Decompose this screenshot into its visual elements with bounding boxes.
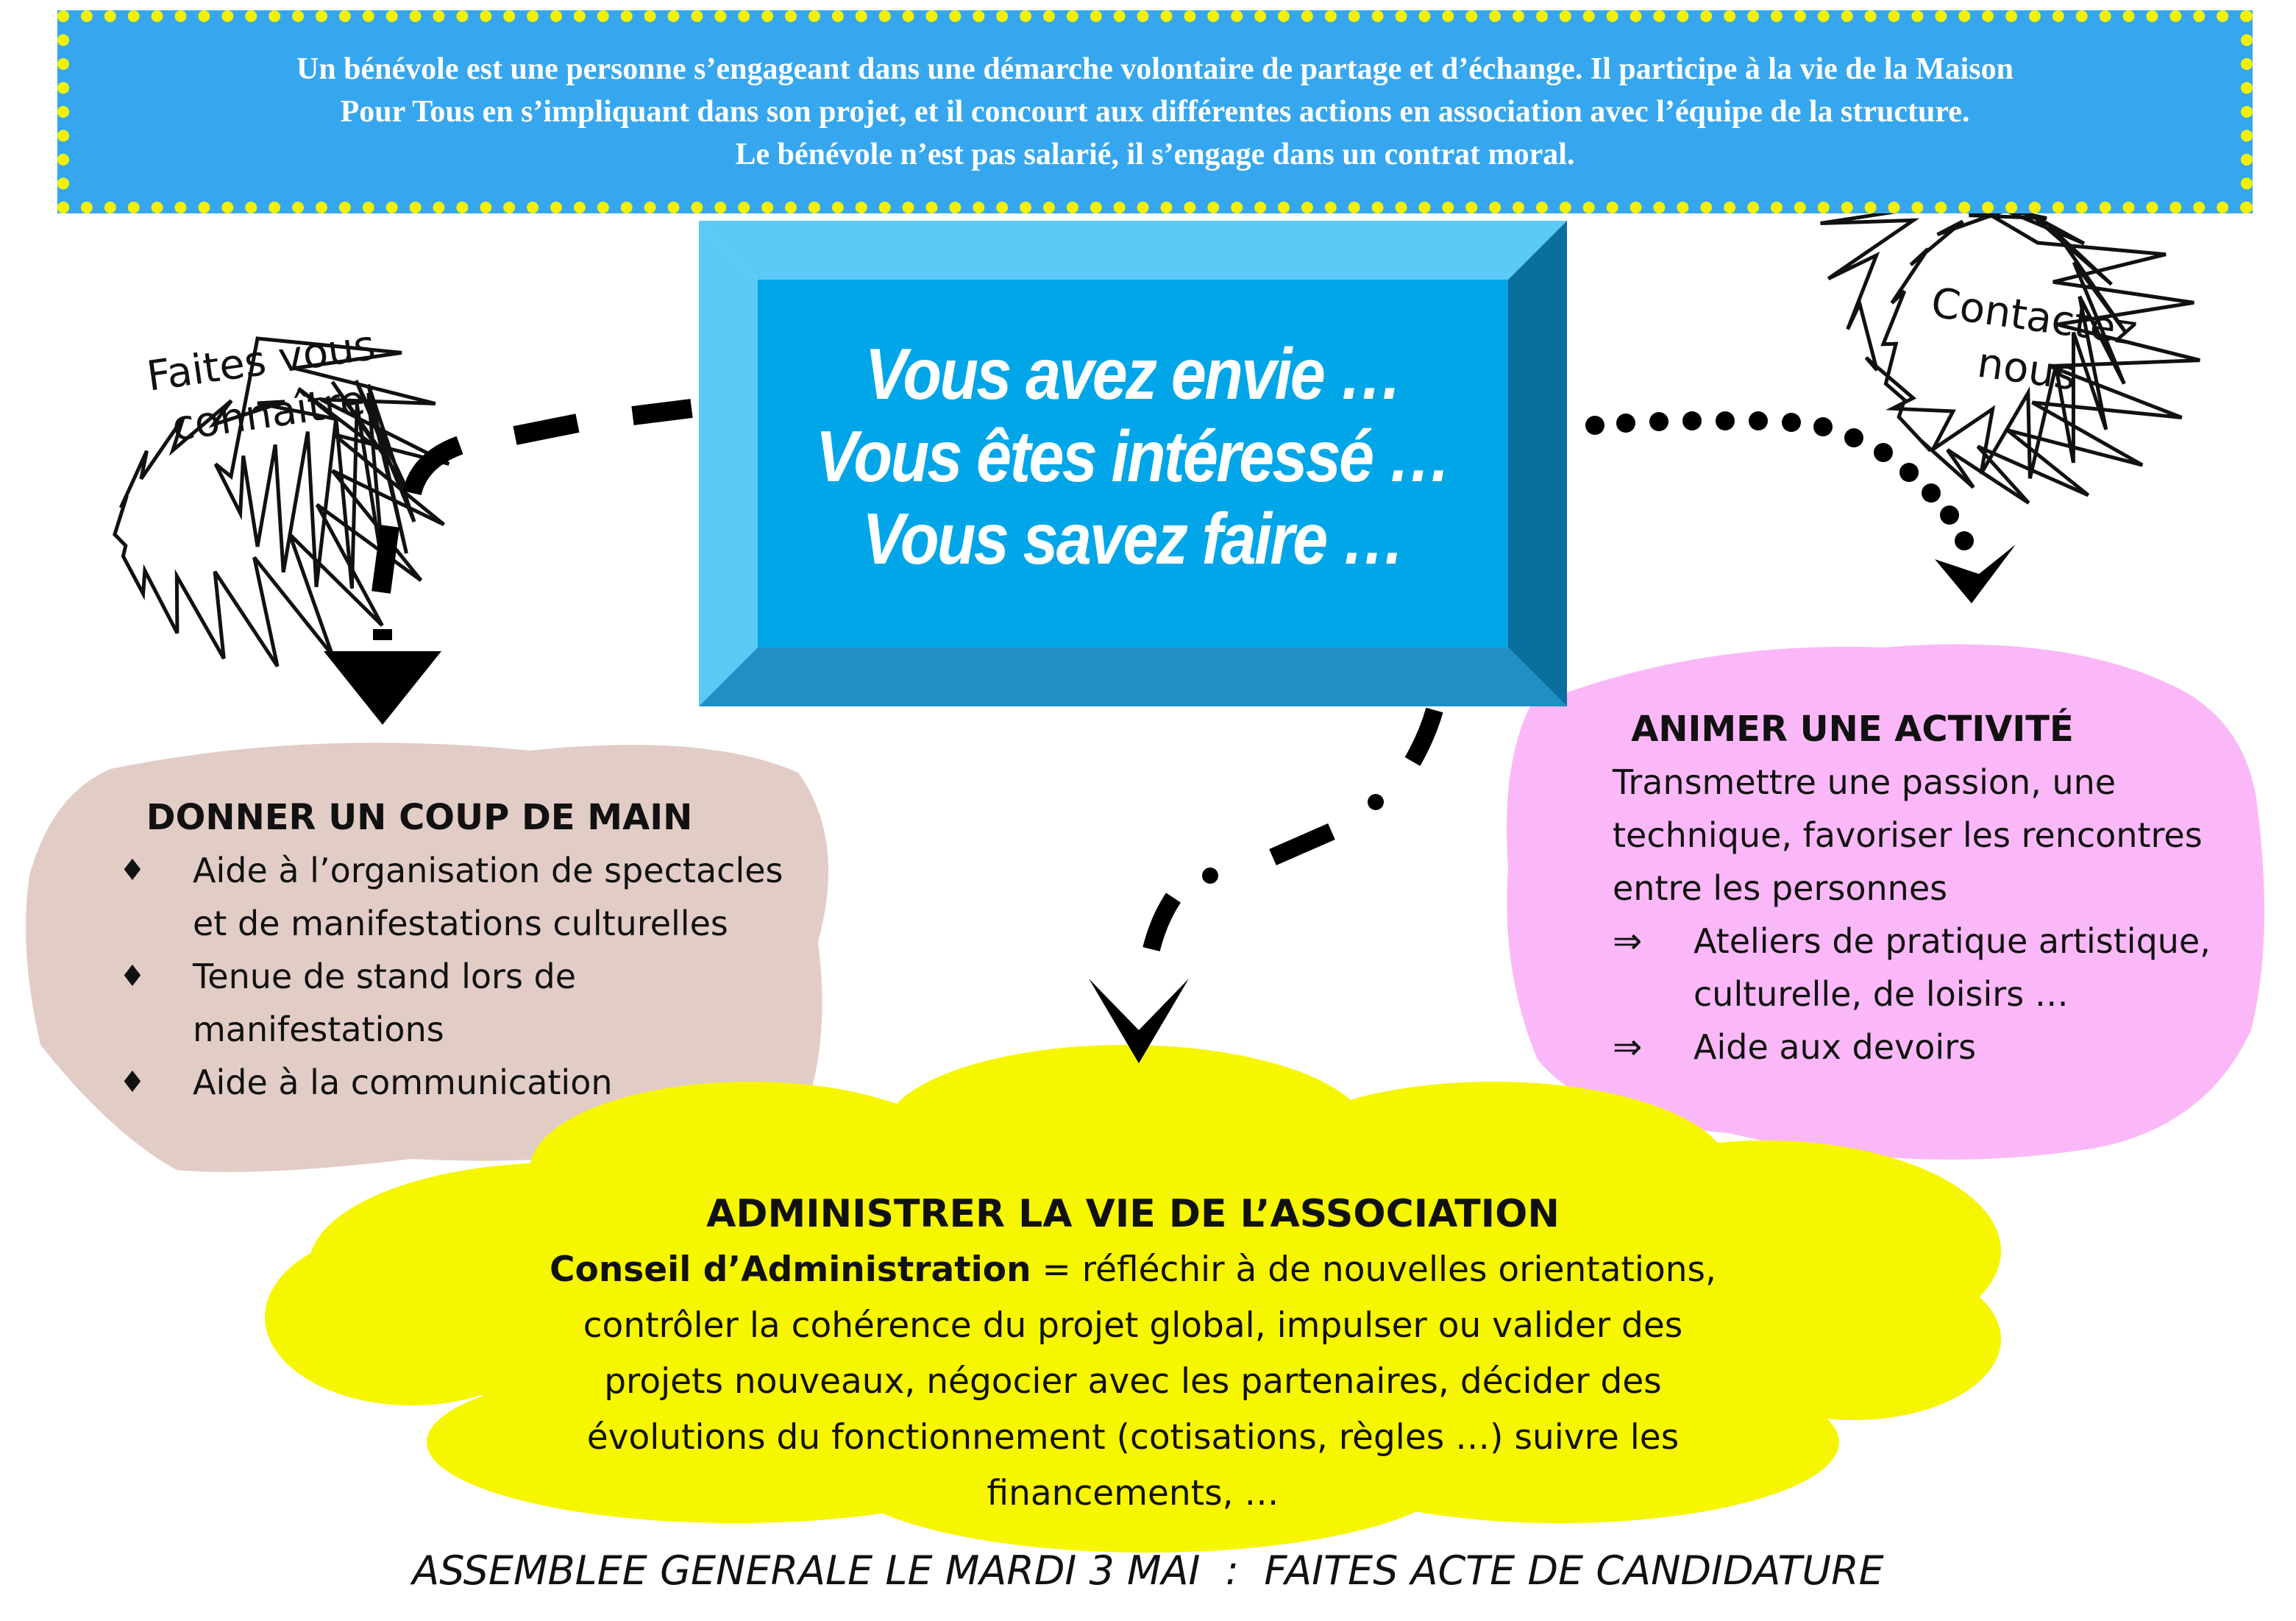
animer-description-line: entre les personnes (1613, 868, 1948, 908)
coup-de-main-title: DONNER UN COUP DE MAIN (146, 797, 693, 838)
item-line: culturelle, de loisirs … (1693, 974, 2069, 1014)
animer-description-line: Transmettre une passion, une (1613, 762, 2116, 802)
arrow-central-to-burst-left (324, 399, 693, 725)
animer-item: ⇒ Ateliers de pratique artistique, cultu… (1613, 915, 2245, 1021)
diamond-bullet-icon: ♦ (119, 1065, 146, 1099)
double-arrow-icon: ⇒ (1613, 921, 1643, 962)
item-line: et de manifestations culturelles (193, 904, 728, 943)
coup-de-main-item: ♦ Aide à l’organisation de spectacles et… (37, 844, 817, 950)
animer-item: ⇒ Aide aux devoirs (1613, 1021, 2245, 1074)
faites-vous-connaitre-burst (113, 336, 450, 667)
item-line: Ateliers de pratique artistique, (1693, 921, 2211, 961)
arrow-central-to-burst-right (1585, 411, 2016, 603)
administrer-line: projets nouveaux, négocier avec les part… (604, 1361, 1662, 1402)
diamond-bullet-icon: ♦ (119, 854, 146, 887)
administrer-line: financements, … (987, 1473, 1279, 1514)
coup-de-main-item: ♦ Aide à la communication (37, 1056, 817, 1109)
item-line: manifestations (193, 1010, 444, 1049)
central-line-1: Vous avez envie … (864, 333, 1403, 414)
coup-de-main-item: ♦ Tenue de stand lors de manifestations (37, 950, 817, 1056)
animer-blob (1507, 644, 2264, 1160)
administrer-title: ADMINISTRER LA VIE DE L’ASSOCIATION (706, 1192, 1560, 1236)
double-arrow-icon: ⇒ (1613, 1026, 1643, 1068)
coup-de-main-section: DONNER UN COUP DE MAIN ♦ Aide à l’organi… (37, 791, 817, 1109)
item-line: Aide aux devoirs (1693, 1027, 1977, 1067)
animer-section: ANIMER UNE ACTIVITÉ Transmettre une pass… (1613, 703, 2245, 1074)
conseil-label: Conseil d’Administration (550, 1249, 1031, 1290)
central-box (699, 221, 1567, 706)
banner-line-3: Le bénévole n’est pas salarié, il s’enga… (735, 138, 1575, 171)
administrer-cloud (265, 1045, 2001, 1553)
diamond-bullet-icon: ♦ (119, 960, 146, 993)
administrer-line: évolutions du fonctionnement (cotisation… (586, 1417, 1680, 1458)
central-line-2: Vous êtes intéressé … (816, 416, 1451, 497)
central-line-3: Vous savez faire … (862, 498, 1405, 579)
banner-line-1: Un bénévole est une personne s’engageant… (296, 52, 2014, 86)
administrer-line: contrôler la cohérence du projet global,… (583, 1305, 1683, 1346)
arrow-central-to-cloud (1089, 707, 1443, 1063)
administrer-line: Conseil d’Administration = réfléchir à d… (508, 1242, 1758, 1298)
animer-description-line: technique, favoriser les rencontres (1613, 815, 2203, 855)
item-line: Tenue de stand lors de (193, 957, 577, 996)
central-box-text: Vous avez envie … Vous êtes intéressé … … (765, 316, 1501, 596)
animer-title: ANIMER UNE ACTIVITÉ (1631, 709, 2074, 750)
contactez-nous-burst (1820, 121, 2200, 505)
banner-line-2: Pour Tous en s’impliquant dans son proje… (340, 95, 1970, 129)
coup-de-main-blob (26, 742, 829, 1172)
administrer-section: ADMINISTRER LA VIE DE L’ASSOCIATION Cons… (508, 1186, 1758, 1522)
footer-announcement: ASSEMBLEE GENERALE LE MARDI 3 MAI : FAIT… (412, 1547, 1884, 1594)
definition-banner: Un bénévole est une personne s’engageant… (57, 10, 2253, 213)
item-line: Aide à la communication (193, 1063, 613, 1102)
item-line: Aide à l’organisation de spectacles (193, 851, 783, 890)
administrer-line-1-text: = réfléchir à de nouvelles orientations, (1031, 1249, 1716, 1290)
